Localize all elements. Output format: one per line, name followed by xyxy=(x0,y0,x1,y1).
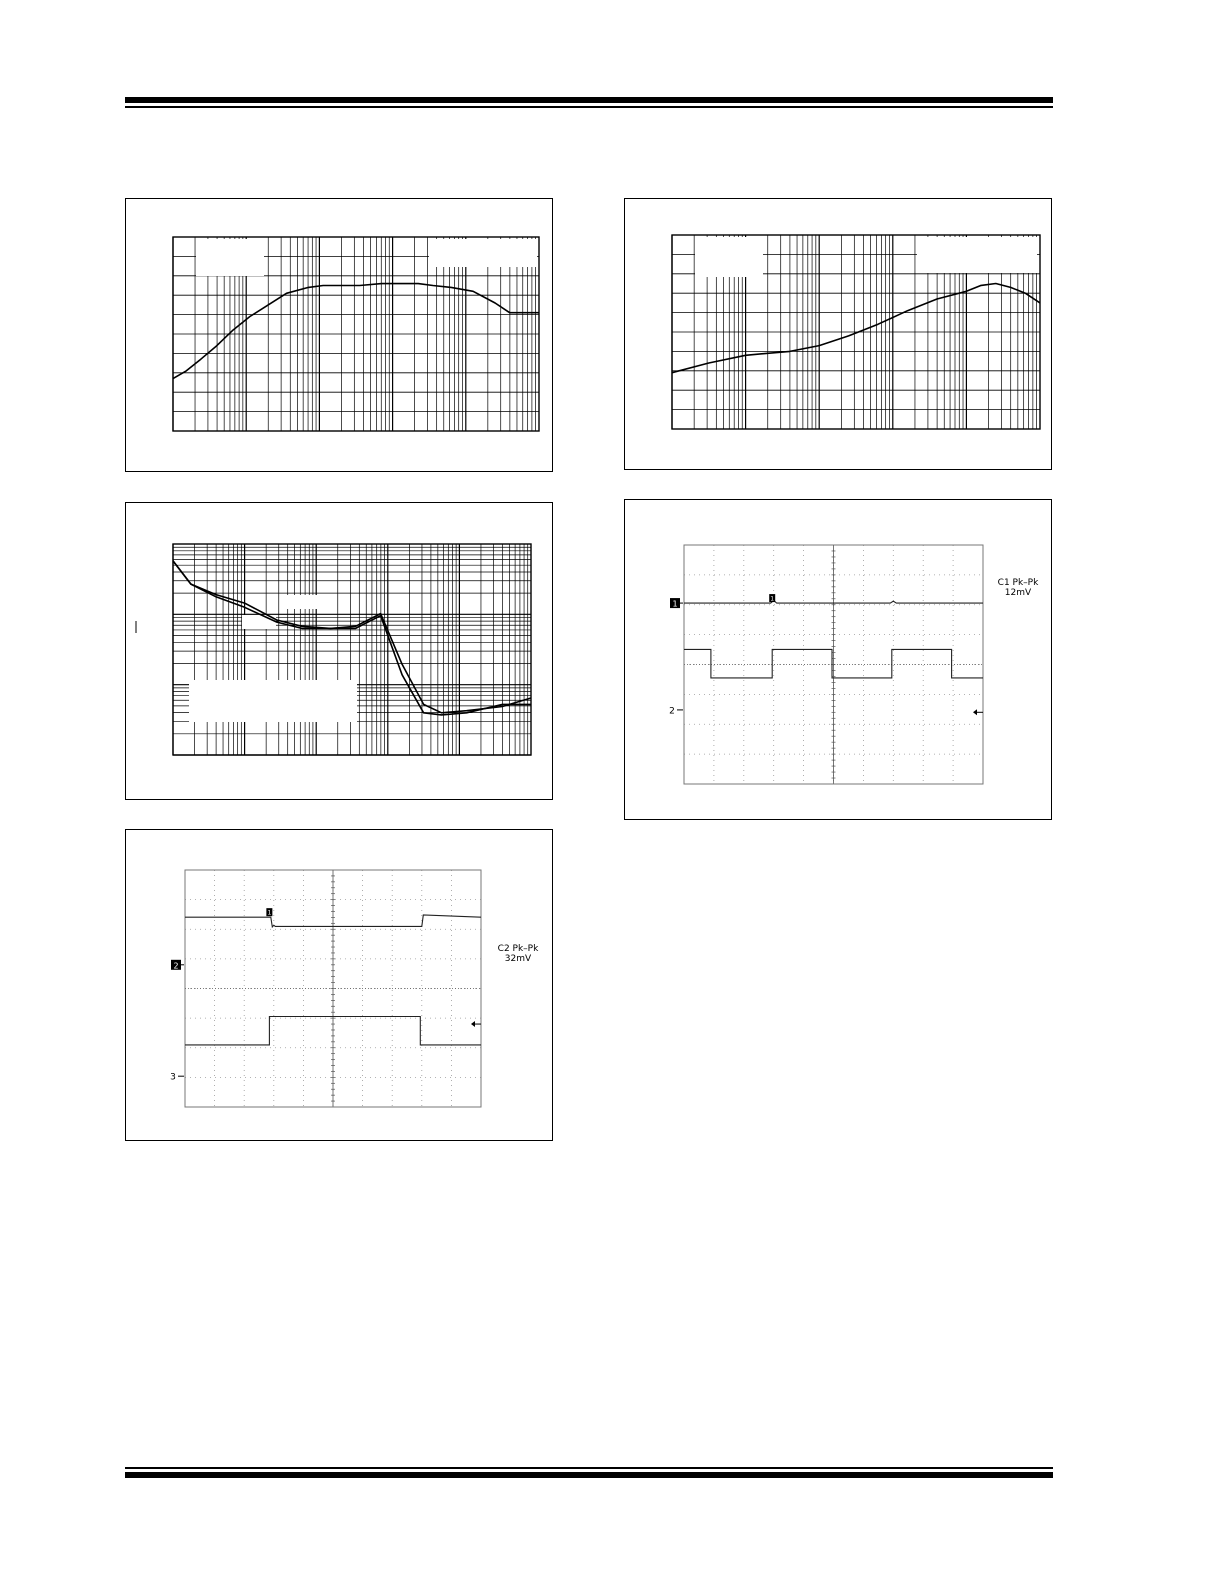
figure-panel-middle-left xyxy=(125,502,553,800)
label-box xyxy=(917,237,1037,273)
series-line-2 xyxy=(172,560,531,716)
footer-rule-thin xyxy=(125,1467,1053,1469)
label-box xyxy=(695,237,763,277)
scope-annotation-line-2: 32mV xyxy=(504,954,532,964)
chart-top-left xyxy=(172,236,540,432)
label-box xyxy=(286,595,320,609)
figure-panel-top-left xyxy=(125,198,553,472)
scope-screen-frame xyxy=(683,544,984,785)
trigger-marker xyxy=(769,594,776,603)
channel-marker-label: 2 xyxy=(173,961,178,970)
label-box xyxy=(189,680,357,722)
level-arrow-head xyxy=(973,709,977,716)
header-rule-thick xyxy=(125,97,1053,103)
channel-marker-label: 1 xyxy=(672,600,677,609)
chart-top-right xyxy=(671,234,1041,430)
plot-frame xyxy=(671,234,1041,430)
level-arrow-head xyxy=(471,1021,475,1028)
figure-panel-top-right xyxy=(624,198,1052,470)
trigger-marker-label: 1 xyxy=(770,596,774,603)
trigger-marker-label: 1 xyxy=(267,910,271,917)
scope-trace-2 xyxy=(185,1015,481,1046)
scope-annotation-line-1: C1 Pk–Pk xyxy=(997,578,1039,588)
scope-trace-1 xyxy=(185,914,482,929)
figure-panel-bottom-left: 2 3 1 C2 Pk–Pk 32mV xyxy=(125,829,553,1141)
scope-capture-middle-right: 1 2 1 xyxy=(669,544,984,785)
label-box xyxy=(196,239,264,276)
series-line-1 xyxy=(671,282,1041,374)
plot-frame xyxy=(172,543,532,756)
scope-annotation-c2: C2 Pk–Pk 32mV xyxy=(488,944,548,964)
channel-marker-box xyxy=(670,598,680,609)
channel-marker-box xyxy=(171,959,181,970)
trigger-marker xyxy=(266,908,273,917)
plot-frame xyxy=(172,236,540,432)
scope-annotation-line-1: C2 Pk–Pk xyxy=(497,944,539,954)
figure-panel-middle-right: 1 2 1 C1 Pk–Pk 12mV xyxy=(624,499,1052,820)
chart-middle-left xyxy=(135,543,532,756)
scope-trace-2 xyxy=(684,648,983,679)
scope-screen-frame xyxy=(184,869,482,1108)
header-rule-thin xyxy=(125,106,1053,108)
scope-annotation-c1: C1 Pk–Pk 12mV xyxy=(988,578,1048,598)
label-box xyxy=(429,239,537,267)
footer-rule-thick xyxy=(125,1472,1053,1478)
scope-capture-bottom-left: 2 3 1 xyxy=(170,869,482,1108)
series-line-1 xyxy=(172,282,539,380)
channel-marker-label: 2 xyxy=(669,706,675,716)
channel-marker-label: 3 xyxy=(170,1073,176,1083)
scope-annotation-line-2: 12mV xyxy=(1004,588,1032,598)
series-line-1 xyxy=(172,560,532,714)
